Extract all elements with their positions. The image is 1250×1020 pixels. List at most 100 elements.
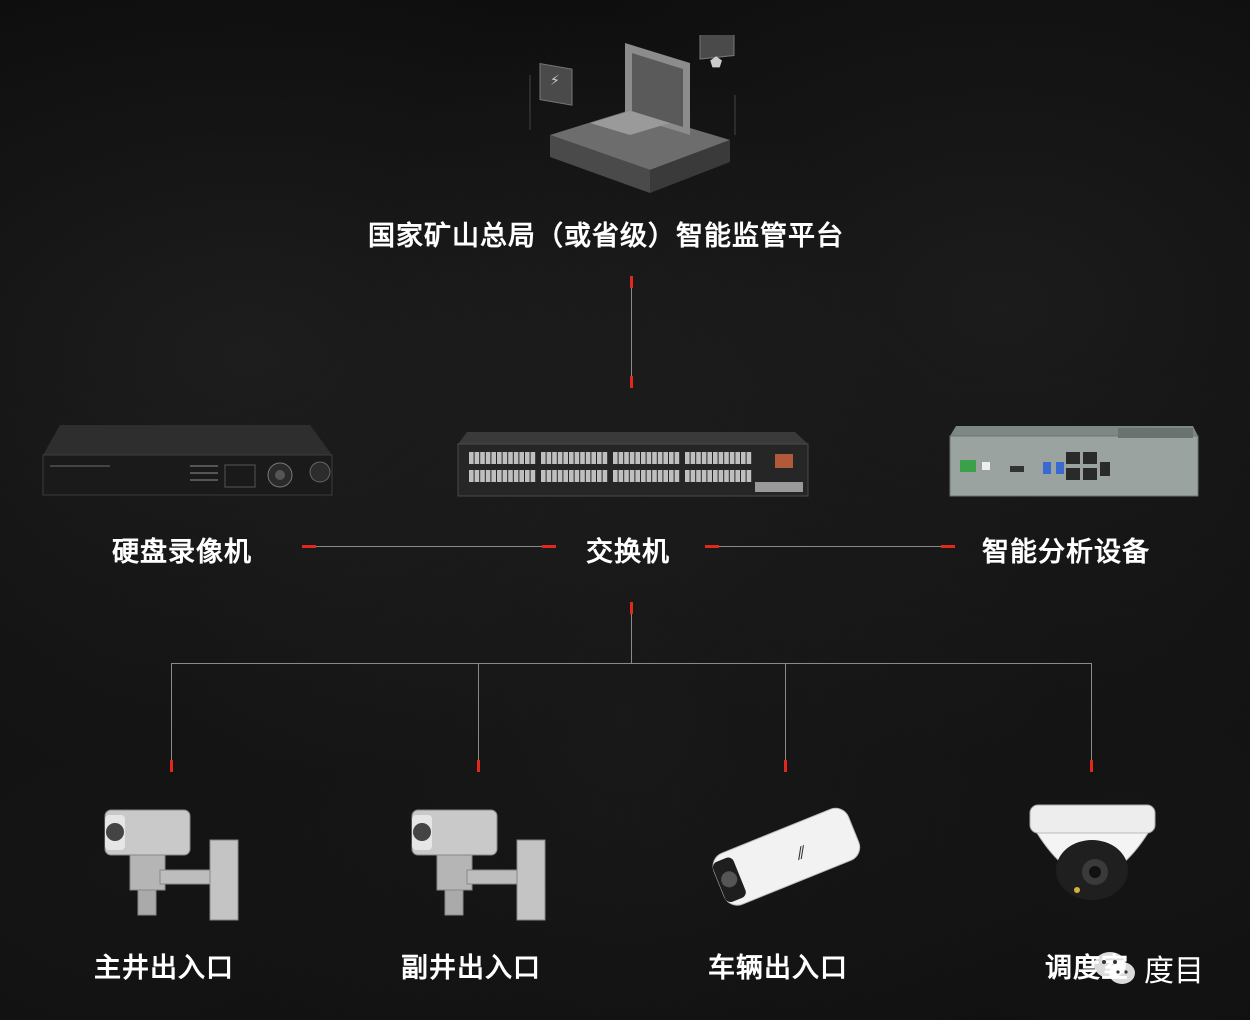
switch-port <box>718 470 724 482</box>
switch-port <box>497 452 502 464</box>
switch-port <box>669 470 674 482</box>
switch-port <box>669 452 674 464</box>
switch-port <box>657 452 663 464</box>
connector-line <box>785 663 786 760</box>
connector-tick <box>630 602 633 614</box>
switch-port <box>624 452 629 464</box>
switch-port <box>480 452 485 464</box>
switch-port <box>541 452 546 464</box>
switch-port <box>701 452 707 464</box>
switch-port <box>469 452 474 464</box>
switch-port <box>474 452 480 464</box>
switch-port <box>508 452 513 464</box>
switch-port <box>513 470 519 482</box>
switch-port <box>641 452 646 464</box>
switch-port <box>696 470 701 482</box>
switch-port <box>629 452 635 464</box>
switch-port <box>685 452 690 464</box>
connector-tick <box>542 545 556 548</box>
switch-port <box>585 470 591 482</box>
switch-port <box>546 470 552 482</box>
switch-port <box>641 470 646 482</box>
switch-port <box>525 470 530 482</box>
switch-port <box>585 452 591 464</box>
dome-camera-icon <box>1029 804 1156 900</box>
connector-line <box>1091 663 1092 760</box>
connector-tick <box>302 545 316 548</box>
switch-port <box>724 452 729 464</box>
camera-vehicle-entrance-label: 车辆出入口 <box>708 953 848 984</box>
switch-port <box>497 470 502 482</box>
switch-port <box>690 470 696 482</box>
switch-port <box>563 470 568 482</box>
camera-main-shaft-label: 主井出入口 <box>94 953 234 984</box>
connector-tick <box>170 760 173 772</box>
switch-port <box>485 452 491 464</box>
switch-port <box>552 452 557 464</box>
connector-tick <box>705 545 719 548</box>
switch-port <box>574 452 580 464</box>
switch-port <box>624 470 629 482</box>
switch-port <box>729 452 735 464</box>
switch-port <box>580 452 585 464</box>
switch-port <box>690 452 696 464</box>
watermark-text: 度目 <box>1144 954 1204 989</box>
switch-port <box>602 452 608 464</box>
connector-line <box>316 546 542 547</box>
switch-port <box>646 470 652 482</box>
switch-port <box>530 452 536 464</box>
connector-line <box>631 288 632 376</box>
switch-port <box>569 452 574 464</box>
switch-port <box>657 470 663 482</box>
switch-port <box>685 470 690 482</box>
connector-tick <box>630 376 633 388</box>
switch-port <box>618 452 624 464</box>
switch-port <box>746 470 752 482</box>
switch-port <box>735 470 740 482</box>
svg-text:⚡: ⚡ <box>550 73 560 89</box>
switch-port <box>646 452 652 464</box>
bullet-camera-icon: ⁄⁄ <box>712 807 861 906</box>
analyzer-label: 智能分析设备 <box>982 537 1150 568</box>
nvr-label: 硬盘录像机 <box>112 537 252 568</box>
switch-port <box>724 470 729 482</box>
switch-port <box>519 452 524 464</box>
network-switch-icon <box>457 432 809 497</box>
switch-port <box>674 452 680 464</box>
switch-port <box>635 470 640 482</box>
switch-label: 交换机 <box>586 537 670 568</box>
laptop-platform-icon: ⚡ ⬟ <box>529 35 736 193</box>
switch-port <box>735 452 740 464</box>
switch-port <box>663 470 668 482</box>
switch-port <box>491 470 496 482</box>
explosion-proof-camera-icon <box>411 809 546 921</box>
switch-port <box>707 452 712 464</box>
switch-port <box>563 452 568 464</box>
connector-tick <box>1090 760 1093 772</box>
watermark: 度目 <box>1092 946 1204 990</box>
camera-bus-line <box>171 663 1092 664</box>
switch-port <box>741 452 746 464</box>
switch-port <box>519 470 524 482</box>
switch-port <box>602 470 608 482</box>
switch-port <box>591 452 596 464</box>
switch-port <box>541 470 546 482</box>
switch-port <box>502 470 508 482</box>
switch-port <box>707 470 712 482</box>
analyzer-box-icon <box>949 426 1199 497</box>
camera-auxiliary-shaft-label: 副井出入口 <box>401 953 541 984</box>
switch-port <box>746 452 752 464</box>
switch-port <box>674 470 680 482</box>
switch-port <box>696 452 701 464</box>
connector-tick <box>477 760 480 772</box>
connector-line <box>171 663 172 760</box>
switch-port <box>530 470 536 482</box>
switch-port <box>652 452 657 464</box>
switch-port <box>485 470 491 482</box>
connector-line <box>478 663 479 760</box>
switch-port <box>525 452 530 464</box>
switch-port <box>618 470 624 482</box>
switch-port <box>546 452 552 464</box>
switch-port <box>557 452 563 464</box>
